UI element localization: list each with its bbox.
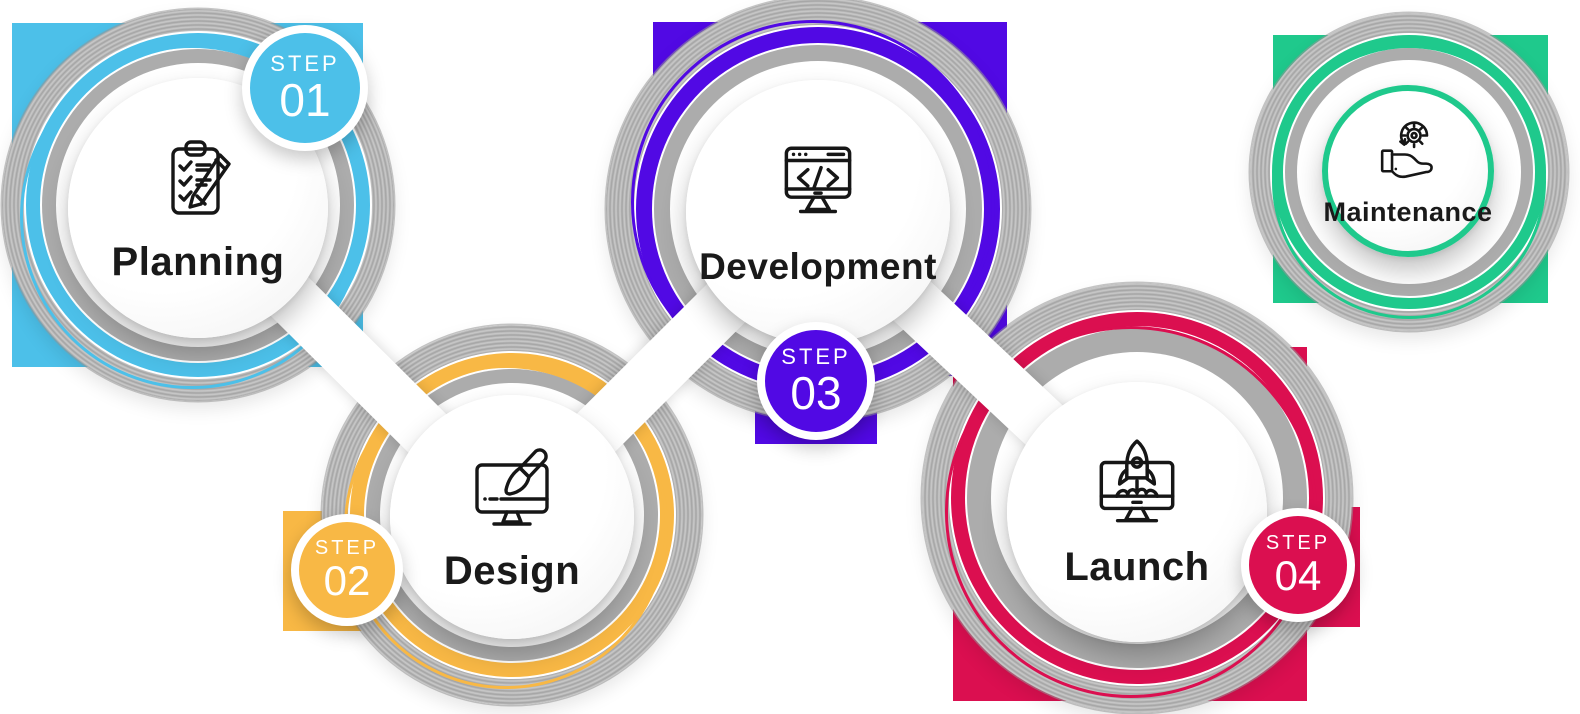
maintenance-label: Maintenance — [1323, 196, 1493, 227]
step-word: STEP — [270, 50, 340, 76]
step-number: 02 — [323, 556, 371, 604]
design-label: Design — [443, 548, 581, 593]
development-circle: Development — [686, 80, 950, 344]
clipboard-checklist-icon — [171, 139, 231, 215]
monitor-paintbrush-icon — [475, 447, 549, 526]
step-number: 03 — [790, 366, 842, 419]
development-label: Development — [699, 246, 937, 287]
step-01-badge: STEP 01 — [242, 25, 368, 151]
monitor-rocket-icon — [1099, 438, 1175, 522]
launch-label: Launch — [1064, 544, 1210, 589]
step-03-badge: STEP 03 — [757, 322, 875, 440]
step-number: 04 — [1274, 551, 1322, 599]
planning-accent-thin-ring — [20, 45, 364, 389]
step-word: STEP — [1265, 531, 1331, 554]
maintenance-circle: Maintenance — [1322, 85, 1494, 257]
step-04-badge: STEP 04 — [1241, 508, 1355, 622]
step-number: 01 — [279, 73, 331, 126]
step-02-badge: STEP 02 — [291, 514, 403, 626]
step-word: STEP — [781, 343, 851, 369]
maintenance-accent-thin-ring — [1272, 45, 1546, 319]
hand-holding-gear-icon — [1380, 120, 1433, 178]
launch-circle: Launch — [1007, 382, 1267, 642]
design-circle: Design — [390, 395, 634, 639]
step-word: STEP — [314, 536, 380, 559]
planning-label: Planning — [111, 239, 285, 284]
monitor-code-icon — [784, 146, 852, 214]
